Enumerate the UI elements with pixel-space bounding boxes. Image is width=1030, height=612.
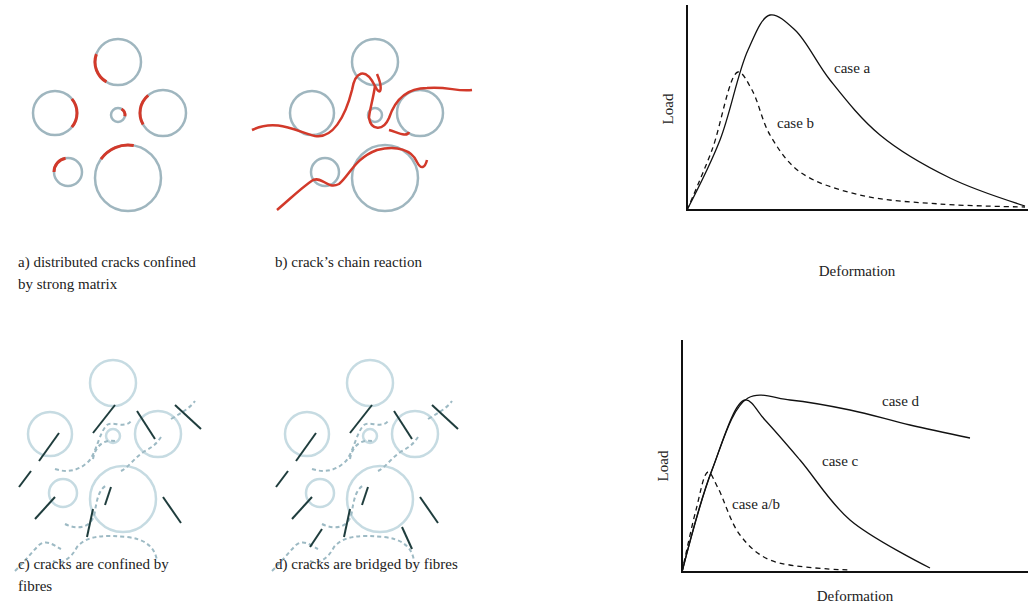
interface-crack [101,145,134,159]
aggregate-circle [95,39,141,85]
aggregate-circle [347,466,413,532]
aggregate-circle [33,91,77,135]
panel-d [272,360,458,571]
fibre [163,497,181,523]
aggregate-circle [285,412,329,456]
axis-title: Deformation [819,260,896,282]
aggregate-circle [90,466,156,532]
crack-path [350,441,372,459]
load-deformation-curve [682,395,970,572]
crack-path [322,485,364,527]
aggregate-circle [111,108,125,122]
aggregate-circle [306,479,334,507]
fibre [344,509,350,537]
crack-path [121,437,161,471]
interface-crack [72,99,77,127]
aggregate-circle [347,360,393,406]
fibre [93,405,115,433]
interface-crack [122,109,126,116]
fibre [402,527,412,549]
crack-path [55,421,131,471]
fibre [175,405,201,429]
interface-crack [95,54,107,82]
aggregate-circle [290,91,334,135]
crack-path [312,421,388,471]
chart-axes [682,340,1028,572]
chart-axes [687,5,1028,210]
fibre [432,405,458,429]
aggregate-circle [49,479,77,507]
fibre [310,529,322,547]
interface-crack [54,158,66,172]
load-deformation-curve [687,72,1025,210]
fibre [292,497,312,519]
panel-a [33,39,186,211]
crack-path [277,148,427,210]
fibre [350,405,372,433]
crack-path [378,437,418,471]
panel-caption: c) cracks are confined by fibres [18,553,203,597]
fibre [420,497,438,523]
fibre [87,509,93,537]
interface-crack [140,95,148,124]
fibre [296,433,316,461]
aggregate-circle [352,145,418,211]
aggregate-circle [28,412,72,456]
curve-label: case c [820,450,860,472]
load-deformation-curve [682,400,930,572]
fibre [394,411,412,439]
panel-b [252,39,472,211]
aggregate-circle [397,90,443,136]
aggregate-circle [95,145,161,211]
panel-caption: d) cracks are bridged by fibres [275,553,460,575]
axis-title: Load [657,94,679,125]
curve-label: case a/b [730,493,782,515]
crack-path [171,401,195,419]
crack-path [252,74,381,137]
axis-title: Deformation [817,585,894,607]
fibre [19,471,31,487]
crack-path [369,86,472,128]
axis-title: Load [652,451,674,482]
fibre [362,487,368,505]
panel-caption: a) distributed cracks confined by strong… [18,251,203,295]
fibre [35,497,55,519]
load-deformation-curve [682,472,850,572]
crack-path [93,441,115,459]
crack-path [389,130,409,135]
curve-label: case a [832,57,872,79]
aggregate-circle [352,39,398,85]
fibre [39,433,59,461]
fibre [105,487,111,505]
panel-c [15,360,201,571]
aggregate-circle [90,360,136,406]
crack-path [428,401,452,419]
curve-label: case d [880,390,921,412]
load-deformation-curve [687,15,1025,210]
crack-path [65,485,107,527]
panel-caption: b) crack’s chain reaction [275,251,475,273]
aggregate-circle [140,90,186,136]
curve-label: case b [775,112,816,134]
fibre [276,471,288,487]
aggregate-circle [54,158,82,186]
fibre [137,411,155,439]
